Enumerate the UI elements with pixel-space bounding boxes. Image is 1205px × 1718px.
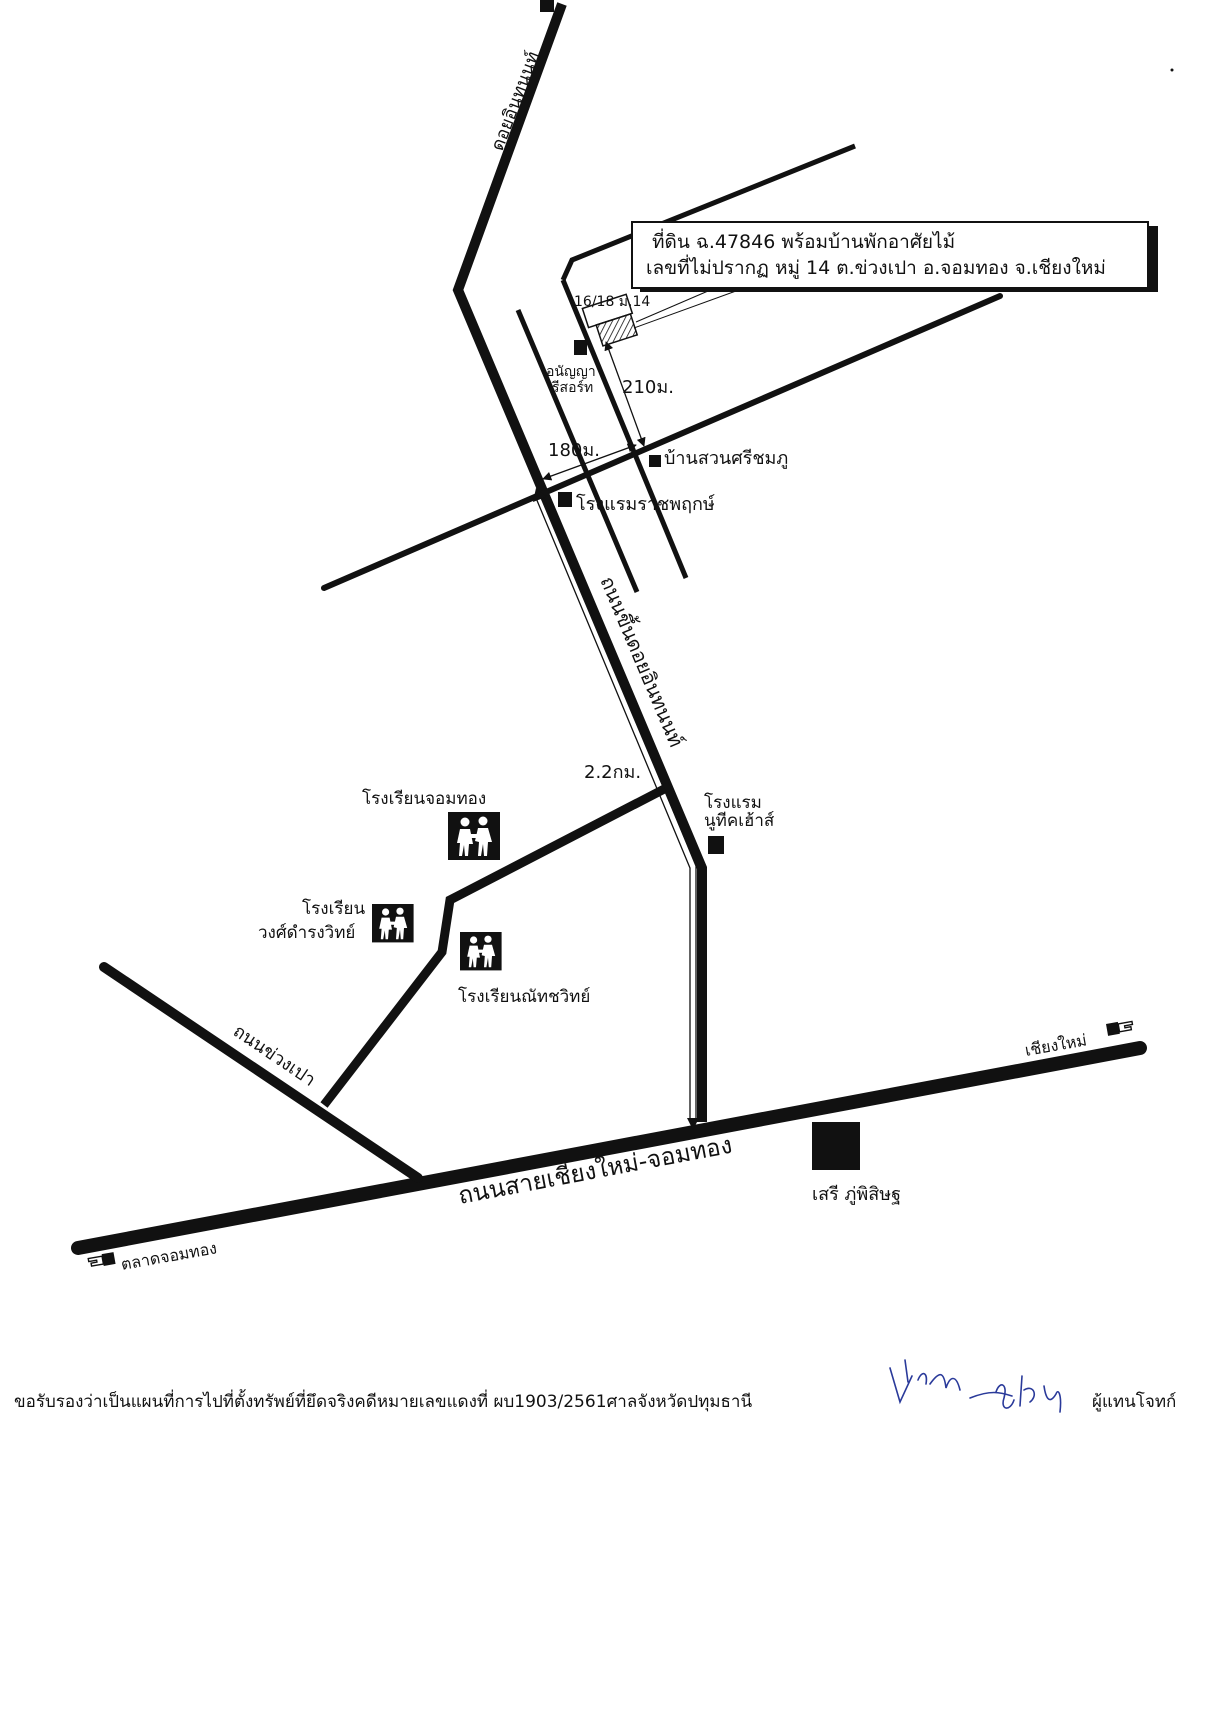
distance-22-line-inner [542, 495, 697, 1118]
representative-text: ผู้แทนโจทก์ [1092, 1392, 1177, 1412]
landmark-square-icon [708, 836, 724, 854]
distance-210-arrow [604, 341, 646, 447]
speck [1170, 68, 1174, 72]
upper-road [560, 143, 856, 282]
rachaphruek-label: โรงแรมราชพฤกษ์ [576, 493, 715, 515]
distance-22-label: 2.2กม. [584, 762, 641, 783]
pointing-hand-icon [1106, 1020, 1134, 1036]
landmark-square-icon [649, 455, 661, 467]
wongsadamrong-label-2: วงศ์ดำรงวิทย์ [258, 923, 355, 943]
plot-title-line2: เลขที่ไม่ปรากฏ หมู่ 14 ต.ข่วงเปา อ.จอมทอ… [646, 254, 1106, 279]
distance-180-arrow [542, 443, 637, 481]
nutty-label-1: โรงแรม [704, 792, 762, 813]
school-road [320, 782, 673, 1108]
pointing-hand-icon [87, 1252, 116, 1267]
distance-210-label: 210ม. [622, 377, 674, 398]
landmark-square-icon [558, 492, 572, 507]
landmark-square-icon [574, 340, 587, 355]
distance-22-arrow-end [687, 1118, 699, 1130]
distance-22-arrow-start [533, 488, 546, 502]
nattachawit-label: โรงเรียนณัทชวิทย์ [458, 986, 590, 1007]
khuang-pao-road [99, 962, 423, 1183]
chiangmai-jomthong-highway [71, 1041, 1147, 1255]
seri-label: เสรี ภู่พิสิษฐ [812, 1184, 901, 1205]
certification-text: ขอรับรองว่าเป็นแผนที่การไปที่ตั้งทรัพย์ท… [14, 1392, 753, 1412]
school-children-icon [448, 812, 500, 860]
ban-suan-label: บ้านสวนศรีชมภู [664, 448, 788, 469]
pointing-hand-icon [540, 0, 554, 12]
doi-inthanon-road [452, 2, 707, 1122]
signature [889, 1359, 1062, 1413]
school-children-icon [372, 904, 414, 943]
title-box [631, 221, 1149, 289]
plot-hatched [595, 312, 639, 347]
distance-180-label: 180ม. [548, 440, 600, 461]
plot-leader-2 [633, 286, 748, 329]
wongsadamrong-label-1: โรงเรียน [302, 898, 365, 919]
jomthong-school-label: โรงเรียนจอมทอง [362, 788, 486, 809]
distance-22-line-outer [535, 497, 691, 1120]
school-children-icon [460, 932, 502, 971]
landmark-square-icon [812, 1122, 860, 1170]
house-number: 16/18 ม.14 [574, 294, 650, 310]
cross-road [321, 293, 1003, 591]
anyanya-label-1: อนัญญา [546, 364, 596, 380]
nutty-label-2: นูทีคเฮ้าส์ [704, 811, 775, 831]
plot-title-line1: ที่ดิน ฉ.47846 พร้อมบ้านพักอาศัยไม้ [652, 228, 955, 253]
anyanya-label-2: รีสอร์ท [552, 379, 594, 396]
